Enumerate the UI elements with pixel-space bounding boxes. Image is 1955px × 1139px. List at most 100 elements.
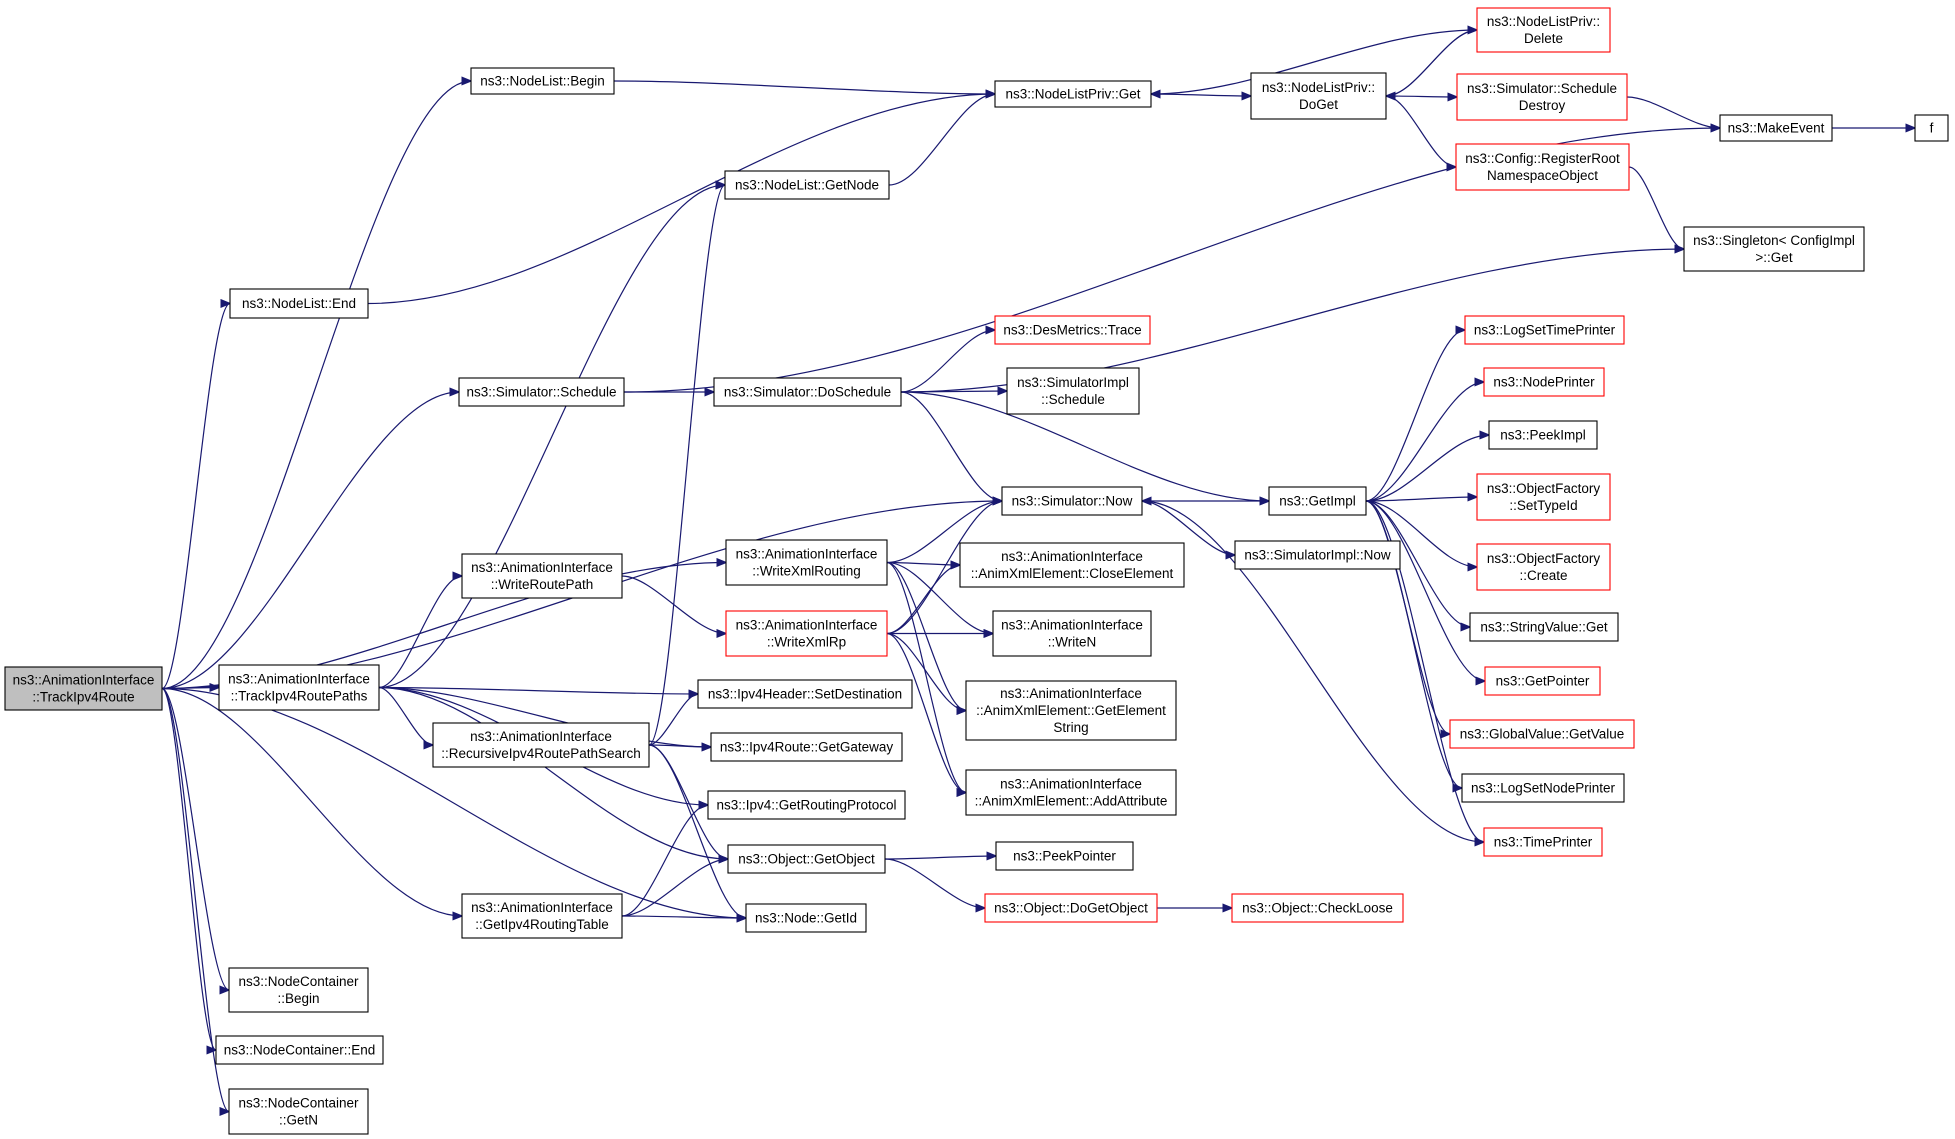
node-singleton[interactable]: ns3::Singleton< ConfigImpl>::Get bbox=[1683, 226, 1865, 272]
edge-recursive-to-node-get-id bbox=[648, 744, 746, 918]
node-box bbox=[1683, 226, 1865, 272]
node-label: ns3::Object::CheckLoose bbox=[1242, 901, 1393, 916]
node-obj-get-object[interactable]: ns3::Object::GetObject bbox=[727, 844, 886, 874]
edge-root-to-nl-begin bbox=[161, 81, 471, 690]
node-label: ns3::PeekPointer bbox=[1013, 849, 1116, 864]
node-gv-get-value[interactable]: ns3::GlobalValue::GetValue bbox=[1449, 719, 1635, 749]
node-box bbox=[1488, 420, 1598, 450]
node-nc-end[interactable]: ns3::NodeContainer::End bbox=[215, 1035, 384, 1065]
node-of-set-type-id[interactable]: ns3::ObjectFactory::SetTypeId bbox=[1476, 473, 1611, 521]
edge-obj-get-object-to-peek-pointer bbox=[884, 856, 996, 859]
node-box bbox=[1464, 315, 1625, 345]
node-obj-check-loose[interactable]: ns3::Object::CheckLoose bbox=[1231, 893, 1404, 923]
node-label: ns3::NodePrinter bbox=[1493, 375, 1595, 390]
node-sim-do-schedule[interactable]: ns3::Simulator::DoSchedule bbox=[713, 377, 902, 407]
node-make-event[interactable]: ns3::MakeEvent bbox=[1719, 114, 1833, 142]
node-label: ns3::AnimationInterface bbox=[1001, 549, 1143, 564]
edge-sim-do-schedule-to-sim-impl-schedule bbox=[900, 391, 1007, 392]
edge-write-xml-routing-to-write-n bbox=[886, 561, 993, 634]
node-des-trace[interactable]: ns3::DesMetrics::Trace bbox=[994, 315, 1151, 345]
node-nl-end[interactable]: ns3::NodeList::End bbox=[229, 288, 369, 319]
node-nlp-do-get[interactable]: ns3::NodeListPriv::DoGet bbox=[1250, 72, 1387, 120]
node-box bbox=[1476, 543, 1611, 591]
node-box bbox=[725, 610, 888, 657]
node-box bbox=[697, 679, 913, 709]
edge-root-to-sim-schedule bbox=[161, 392, 459, 690]
node-recursive[interactable]: ns3::AnimationInterface::RecursiveIpv4Ro… bbox=[432, 722, 650, 768]
node-label: ns3::NodeContainer bbox=[238, 1096, 359, 1111]
node-nlp-get[interactable]: ns3::NodeListPriv::Get bbox=[994, 80, 1152, 108]
node-root[interactable]: ns3::AnimationInterface::TrackIpv4Route bbox=[4, 666, 163, 711]
node-add-attribute[interactable]: ns3::AnimationInterface::AnimXmlElement:… bbox=[965, 769, 1177, 816]
node-label: ns3::LogSetTimePrinter bbox=[1474, 323, 1616, 338]
node-write-xml-rp[interactable]: ns3::AnimationInterface::WriteXmlRp bbox=[725, 610, 888, 657]
node-label: ns3::Ipv4Route::GetGateway bbox=[720, 740, 894, 755]
node-f[interactable]: f bbox=[1914, 114, 1949, 142]
node-peek-impl[interactable]: ns3::PeekImpl bbox=[1488, 420, 1598, 450]
node-node-printer[interactable]: ns3::NodePrinter bbox=[1483, 367, 1605, 397]
node-peek-pointer[interactable]: ns3::PeekPointer bbox=[995, 841, 1134, 871]
node-label: ns3::AnimationInterface bbox=[471, 560, 613, 575]
node-label: ns3::AnimationInterface bbox=[1001, 618, 1143, 633]
edge-sim-do-schedule-to-sim-now bbox=[900, 391, 1002, 501]
node-label: ::WriteRoutePath bbox=[491, 577, 594, 592]
node-nc-begin[interactable]: ns3::NodeContainer::Begin bbox=[228, 967, 369, 1013]
node-label: ::AnimXmlElement::AddAttribute bbox=[975, 794, 1168, 809]
node-ipv4route-get-gw[interactable]: ns3::Ipv4Route::GetGateway bbox=[710, 732, 903, 762]
node-box bbox=[965, 680, 1177, 741]
node-write-route-path[interactable]: ns3::AnimationInterface::WriteRoutePath bbox=[461, 553, 623, 599]
node-label: ::RecursiveIpv4RoutePathSearch bbox=[441, 746, 641, 761]
node-track-paths[interactable]: ns3::AnimationInterface::TrackIpv4RouteP… bbox=[218, 664, 380, 711]
node-close-element[interactable]: ns3::AnimationInterface::AnimXmlElement:… bbox=[959, 542, 1185, 588]
node-label: ns3::ObjectFactory bbox=[1487, 551, 1601, 566]
node-nl-begin[interactable]: ns3::NodeList::Begin bbox=[470, 67, 615, 95]
node-label: ns3::Node::GetId bbox=[755, 911, 857, 926]
node-label: ns3::AnimationInterface bbox=[470, 729, 612, 744]
node-sim-schedule[interactable]: ns3::Simulator::Schedule bbox=[458, 377, 625, 407]
node-box bbox=[725, 539, 888, 586]
node-node-get-id[interactable]: ns3::Node::GetId bbox=[745, 903, 867, 933]
node-sim-impl-now[interactable]: ns3::SimulatorImpl::Now bbox=[1234, 540, 1401, 570]
node-layer: ns3::AnimationInterface::TrackIpv4Routen… bbox=[4, 7, 1949, 1135]
edge-sim-do-schedule-to-des-trace bbox=[900, 330, 995, 393]
node-label: ns3::NodeList::End bbox=[242, 296, 356, 311]
edge-sim-do-schedule-to-get-impl bbox=[900, 391, 1269, 501]
edge-recursive-to-ipv4header-set-dest bbox=[648, 694, 698, 746]
node-nlp-delete[interactable]: ns3::NodeListPriv::Delete bbox=[1476, 7, 1611, 53]
node-get-pointer[interactable]: ns3::GetPointer bbox=[1484, 666, 1601, 696]
node-label: ns3::Simulator::DoSchedule bbox=[724, 385, 891, 400]
edge-get-routing-table-to-node-get-id bbox=[621, 916, 746, 918]
node-get-routing-table[interactable]: ns3::AnimationInterface::GetIpv4RoutingT… bbox=[461, 893, 623, 939]
node-ipv4get-rp[interactable]: ns3::Ipv4::GetRoutingProtocol bbox=[707, 790, 906, 820]
node-nl-get-node[interactable]: ns3::NodeList::GetNode bbox=[724, 170, 890, 200]
node-box bbox=[995, 841, 1134, 871]
node-write-n[interactable]: ns3::AnimationInterface::WriteN bbox=[992, 610, 1152, 657]
node-label: ns3::GetPointer bbox=[1496, 674, 1590, 689]
node-str-val-get[interactable]: ns3::StringValue::Get bbox=[1469, 612, 1619, 642]
node-ipv4header-set-dest[interactable]: ns3::Ipv4Header::SetDestination bbox=[697, 679, 913, 709]
node-box bbox=[218, 664, 380, 711]
node-obj-do-get-object[interactable]: ns3::Object::DoGetObject bbox=[984, 893, 1158, 923]
node-log-set-node[interactable]: ns3::LogSetNodePrinter bbox=[1461, 773, 1625, 803]
node-get-element-string[interactable]: ns3::AnimationInterface::AnimXmlElement:… bbox=[965, 680, 1177, 741]
node-write-xml-routing[interactable]: ns3::AnimationInterface::WriteXmlRouting bbox=[725, 539, 888, 586]
node-nc-get-n[interactable]: ns3::NodeContainer::GetN bbox=[228, 1088, 369, 1135]
node-get-impl[interactable]: ns3::GetImpl bbox=[1268, 486, 1367, 516]
node-label: ::Begin bbox=[277, 991, 319, 1006]
node-label: f bbox=[1930, 121, 1934, 136]
node-of-create[interactable]: ns3::ObjectFactory::Create bbox=[1476, 543, 1611, 591]
node-label: Delete bbox=[1524, 31, 1563, 46]
edge-nlp-delete-to-nlp-do-get bbox=[1386, 29, 1478, 96]
node-label: ::AnimXmlElement::CloseElement bbox=[971, 566, 1174, 581]
node-time-printer[interactable]: ns3::TimePrinter bbox=[1483, 827, 1603, 857]
node-sim-now[interactable]: ns3::Simulator::Now bbox=[1001, 486, 1143, 516]
node-label: ns3::StringValue::Get bbox=[1480, 620, 1608, 635]
node-box bbox=[1456, 73, 1628, 121]
node-sim-impl-schedule[interactable]: ns3::SimulatorImpl::Schedule bbox=[1006, 367, 1140, 415]
node-log-set-time[interactable]: ns3::LogSetTimePrinter bbox=[1464, 315, 1625, 345]
node-label: ns3::NodeListPriv::Get bbox=[1005, 87, 1140, 102]
node-box bbox=[727, 844, 886, 874]
edge-nl-begin-to-nlp-get bbox=[613, 80, 995, 94]
